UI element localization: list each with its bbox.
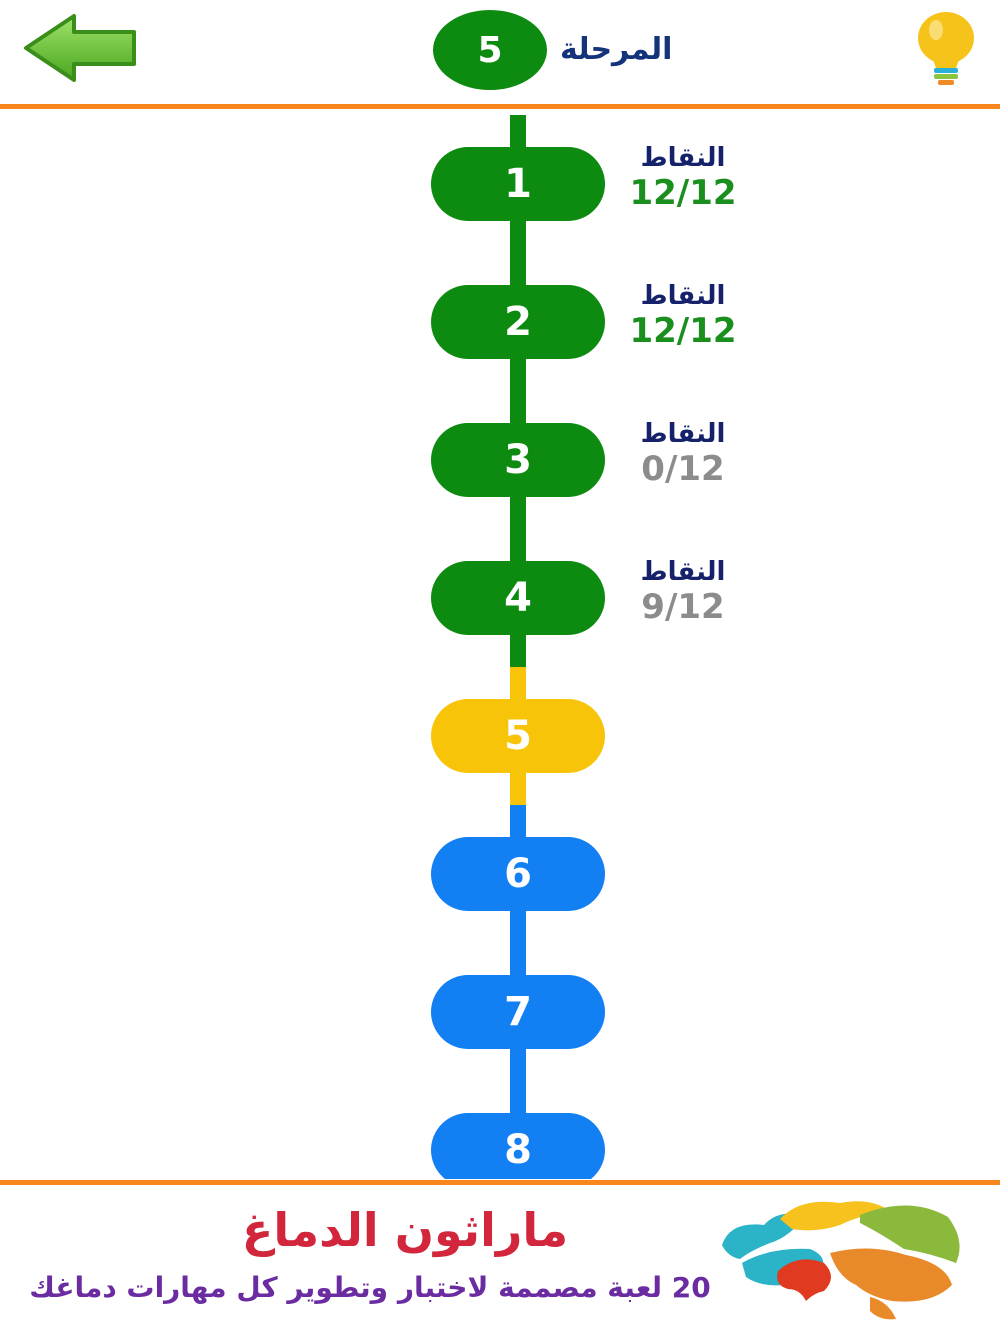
level-button-4[interactable]: 4 [431, 561, 605, 635]
level-number: 5 [504, 713, 532, 759]
back-button[interactable] [22, 12, 140, 84]
brand-tagline: 20 لعبة مصممة لاختبار وتطوير كل مهارات د… [29, 1271, 711, 1304]
level-number: 8 [504, 1127, 532, 1173]
level-number: 3 [504, 437, 532, 483]
footer-divider [0, 1180, 1000, 1185]
footer-banner: ماراثون الدماغ 20 لعبة مصممة لاختبار وتط… [0, 1185, 1000, 1334]
level-number: 6 [504, 851, 532, 897]
header-divider [0, 104, 1000, 109]
level-number: 4 [504, 575, 532, 621]
level-number: 1 [504, 161, 532, 207]
lightbulb-icon [918, 12, 974, 85]
back-arrow-icon [24, 14, 136, 82]
score-label: النقاط [640, 419, 726, 449]
level-button-3[interactable]: 3 [431, 423, 605, 497]
level-button-6[interactable]: 6 [431, 837, 605, 911]
level-number: 7 [504, 989, 532, 1035]
path-track-completed [510, 115, 526, 667]
stage-number-badge: 5 [433, 10, 547, 90]
score-label: النقاط [640, 281, 726, 311]
score-label: النقاط [640, 557, 726, 587]
level-button-7[interactable]: 7 [431, 975, 605, 1049]
level-button-1[interactable]: 1 [431, 147, 605, 221]
level-button-5[interactable]: 5 [431, 699, 605, 773]
level-button-2[interactable]: 2 [431, 285, 605, 359]
score-value: 0/12 [641, 449, 725, 489]
score-value: 12/12 [629, 311, 737, 351]
level-number: 2 [504, 299, 532, 345]
stage-label: المرحلة [560, 32, 673, 67]
level-button-8[interactable]: 8 [431, 1113, 605, 1179]
header-bar: 5 المرحلة [0, 0, 1000, 104]
score-value: 12/12 [629, 173, 737, 213]
score-value: 9/12 [641, 587, 725, 627]
brand-title: ماراثون الدماغ [241, 1203, 569, 1257]
brain-logo-icon [720, 1193, 966, 1323]
score-label: النقاط [640, 143, 726, 173]
hint-button[interactable] [912, 10, 980, 86]
